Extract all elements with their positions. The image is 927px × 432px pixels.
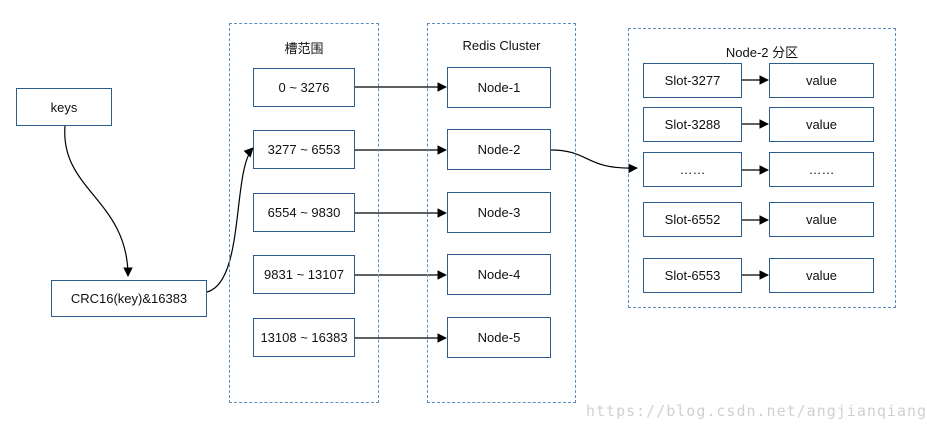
cluster-node-box: Node-4 xyxy=(447,254,551,295)
keys-box: keys xyxy=(16,88,112,126)
cluster-node-box: Node-2 xyxy=(447,129,551,170)
redis-cluster-title: Redis Cluster xyxy=(462,38,541,53)
slot-box: Slot-6553 xyxy=(643,258,742,293)
value-box: value xyxy=(769,63,874,98)
slot-box: Slot-3288 xyxy=(643,107,742,142)
slot-range-group xyxy=(229,23,379,403)
keys-to-hash-arrow xyxy=(64,125,133,277)
cluster-node-box: Node-5 xyxy=(447,317,551,358)
slot-range-box: 0 ~ 3276 xyxy=(253,68,355,107)
value-box: value xyxy=(769,258,874,293)
hash-function-box: CRC16(key)&16383 xyxy=(51,280,207,317)
value-box: value xyxy=(769,107,874,142)
slot-box: …… xyxy=(643,152,742,187)
cluster-node-box: Node-1 xyxy=(447,67,551,108)
node2-partition-title: Node-2 分区 xyxy=(725,45,799,60)
redis-cluster-group xyxy=(427,23,576,403)
slot-range-title: 槽范围 xyxy=(284,41,324,56)
value-box: value xyxy=(769,202,874,237)
slot-box: Slot-6552 xyxy=(643,202,742,237)
value-box: …… xyxy=(769,152,874,187)
slot-range-box: 6554 ~ 9830 xyxy=(253,193,355,232)
slot-box: Slot-3277 xyxy=(643,63,742,98)
slot-range-box: 9831 ~ 13107 xyxy=(253,255,355,294)
slot-range-box: 3277 ~ 6553 xyxy=(253,130,355,169)
slot-range-box: 13108 ~ 16383 xyxy=(253,318,355,357)
node2-partition-group xyxy=(628,28,896,308)
watermark: https://blog.csdn.net/angjianqiang xyxy=(586,402,927,420)
cluster-node-box: Node-3 xyxy=(447,192,551,233)
